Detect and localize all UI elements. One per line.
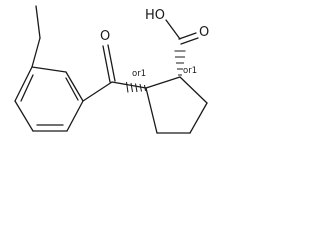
cyclopentane-ring (145, 76, 208, 134)
ketone-oxygen-label: O (100, 29, 110, 44)
stereo-label-c2: or1 (183, 66, 197, 76)
chemical-structure: HO O O or1 or1 (14, 5, 209, 134)
ethyl-group (31, 5, 41, 68)
acid-oxygen-label: O (199, 25, 209, 40)
benzene-ring (14, 66, 84, 132)
hashed-wedge-acid (174, 50, 186, 76)
hashed-wedge-ketone (126, 81, 146, 93)
carboxylic-acid-group (165, 19, 199, 45)
hydroxyl-label: HO (145, 8, 165, 23)
stereo-label-c1: or1 (132, 69, 146, 79)
